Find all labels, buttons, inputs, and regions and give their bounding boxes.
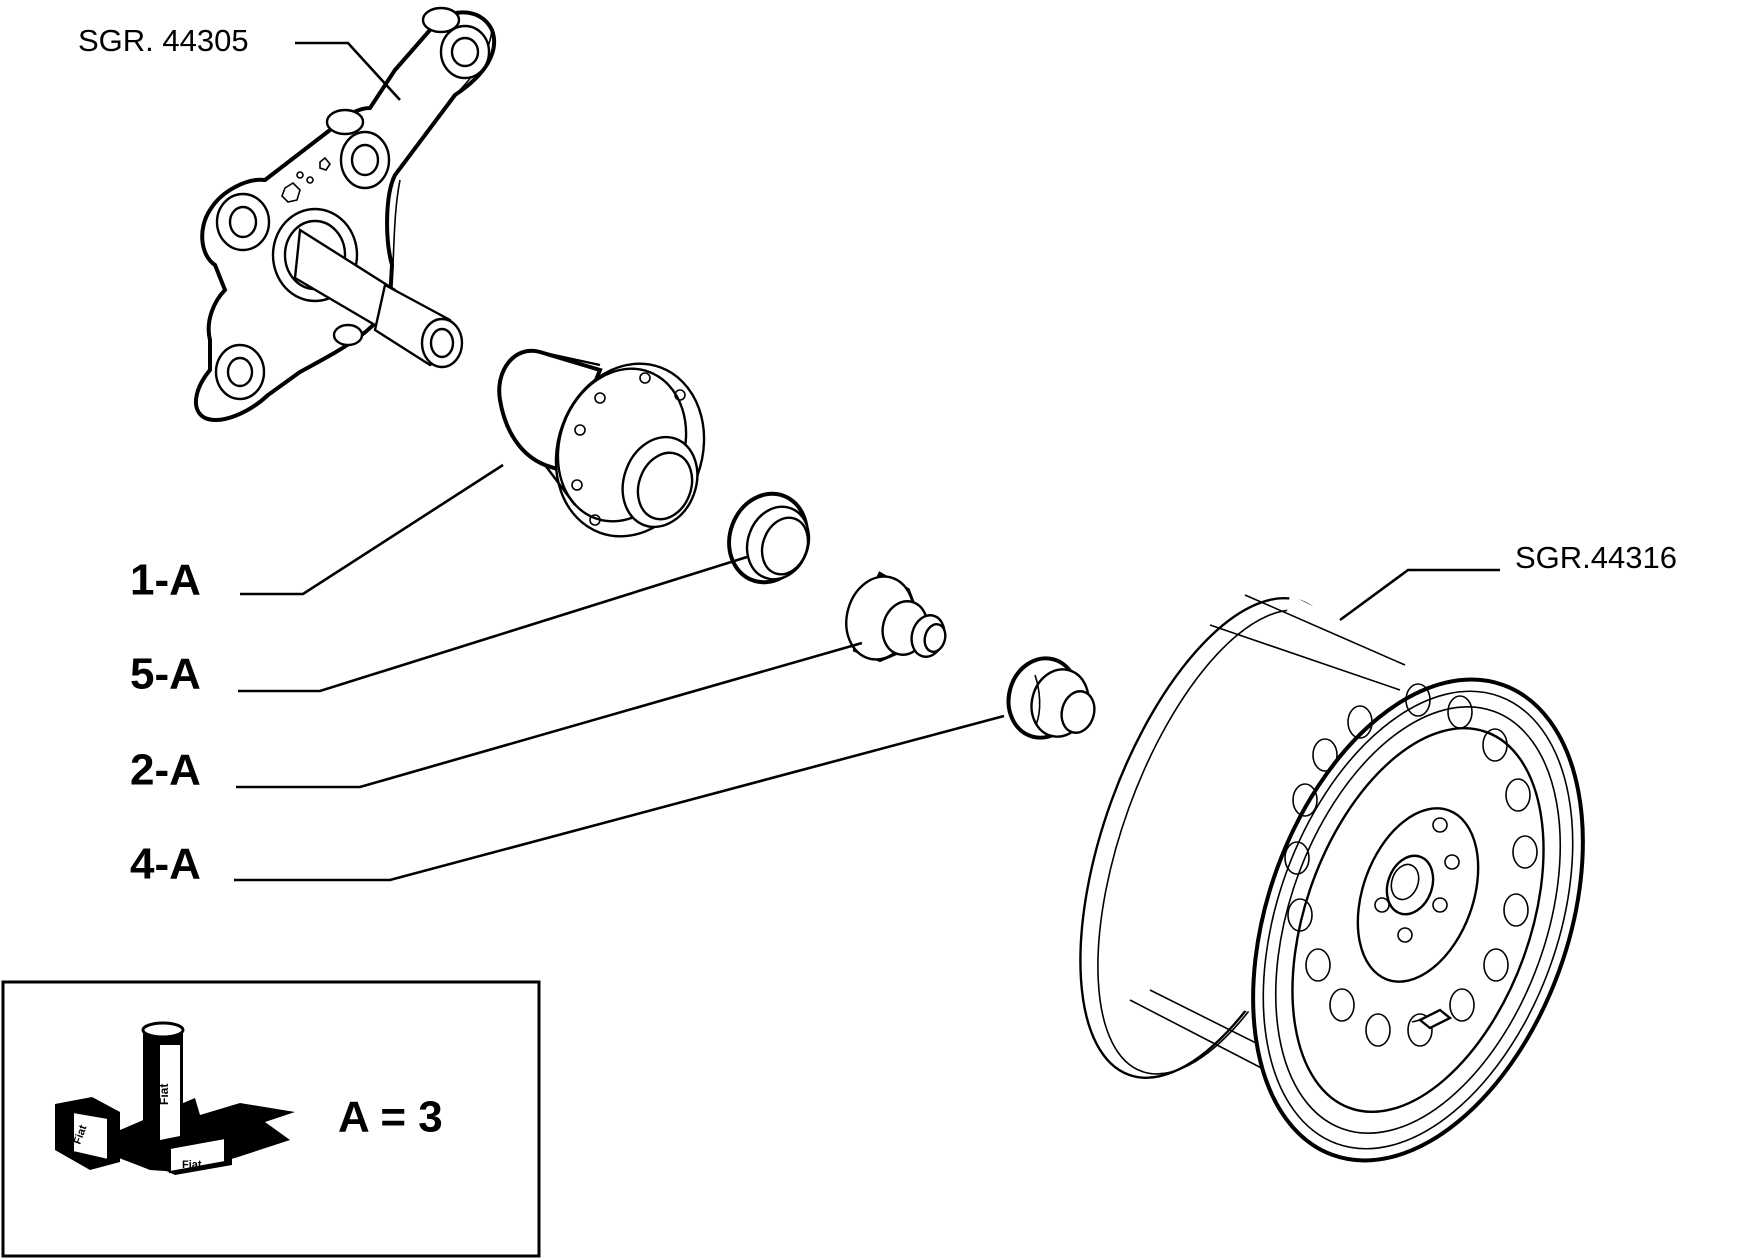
hub-cap-part [1006,656,1096,740]
leader-wheel [1339,568,1500,622]
product-mark-can: Fiat [157,1084,171,1105]
leader-nut [236,641,863,789]
bearing-ring-part [727,491,811,585]
hub-nut-part [845,571,947,663]
strut-reference-label: SGR. 44305 [78,23,249,58]
steel-wheel-part [1079,594,1585,1163]
legend-box: Fiat Fiat Fiat A = 3 [1,980,541,1258]
callout-label-nut: 2-A [130,746,201,795]
stub-axle-carrier [194,6,497,422]
wheel-hub-part [497,348,706,538]
leader-cap [234,714,1005,882]
leader-hub [240,463,504,596]
legend-quantity-text: A = 3 [338,1093,443,1142]
callout-label-hub: 1-A [130,556,201,605]
callout-label-ring: 5-A [130,650,201,699]
leader-ring [238,555,748,693]
wheel-reference-label: SGR.44316 [1515,540,1677,575]
product-mark-box-front: Fiat [182,1159,202,1171]
fiat-lubricant-products-icon: Fiat Fiat Fiat [55,1021,295,1175]
leader-strut [295,41,401,101]
callout-label-cap: 4-A [130,840,201,889]
